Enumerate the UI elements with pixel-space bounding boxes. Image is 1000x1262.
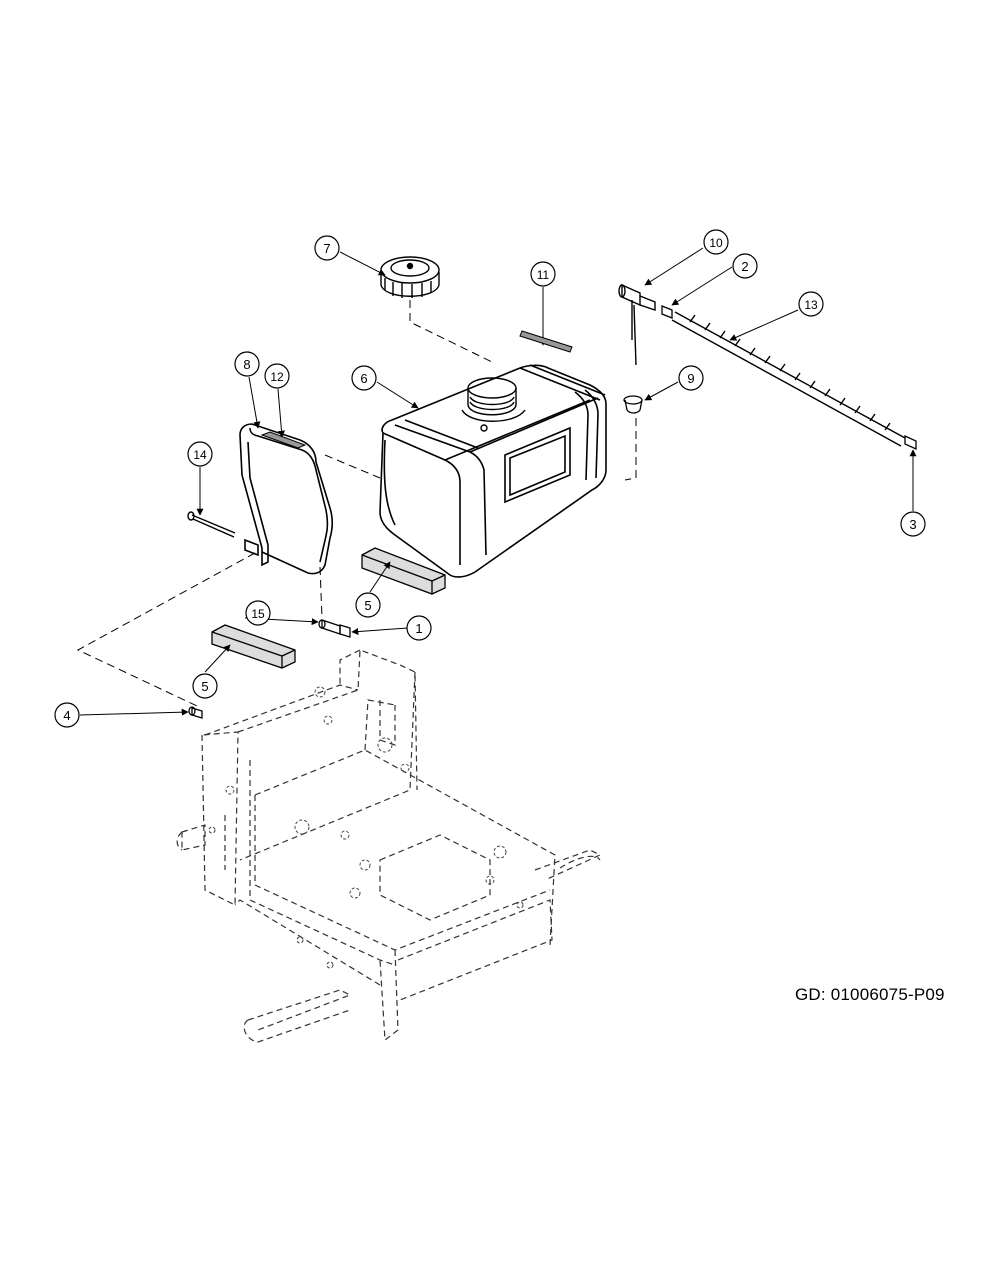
tank-strap (239, 423, 334, 575)
callout-9-label: 9 (687, 371, 694, 386)
callout-1-label: 1 (415, 621, 422, 636)
callout-9: 9 (678, 365, 704, 391)
callout-5-upper-label: 5 (364, 598, 371, 613)
tank-pad-upper (361, 547, 446, 595)
callout-15-label: 15 (251, 607, 265, 621)
callout-5-upper: 5 (355, 592, 381, 618)
hose-clamp-3 (904, 434, 917, 451)
callout-13-label: 13 (804, 298, 818, 312)
hose-clamp-2 (661, 305, 673, 319)
callout-12-label: 12 (270, 370, 284, 384)
callout-15: 15 (245, 600, 271, 626)
callout-10: 10 (703, 229, 729, 255)
callout-4: 4 (54, 702, 80, 728)
callout-10-label: 10 (709, 236, 723, 250)
tank-filler-neck (461, 377, 526, 432)
fuel-tank (379, 364, 607, 578)
leader-lines (79, 247, 917, 716)
spacer (318, 619, 341, 635)
callout-14-label: 14 (193, 448, 207, 462)
strap-pad (260, 431, 307, 449)
callout-8-label: 8 (243, 357, 250, 372)
vent-fitting (618, 283, 656, 366)
callout-5-lower: 5 (192, 673, 218, 699)
callout-12: 12 (264, 363, 290, 389)
callout-11-label: 11 (537, 268, 550, 282)
chassis-holes (208, 686, 524, 969)
tank-pad-lower (211, 624, 296, 669)
callout-8: 8 (234, 351, 260, 377)
callout-6-label: 6 (360, 371, 367, 386)
frame-bolt (188, 706, 203, 719)
callout-1: 1 (406, 615, 432, 641)
nut (339, 624, 351, 638)
fuel-cap (380, 256, 440, 298)
callout-2-label: 2 (741, 259, 748, 274)
strap-bolt (187, 511, 236, 538)
callout-6: 6 (351, 365, 377, 391)
callout-13: 13 (798, 291, 824, 317)
chassis-frame (176, 649, 602, 1043)
callout-5-lower-label: 5 (201, 679, 208, 694)
grommet (623, 395, 643, 414)
decal (519, 330, 573, 353)
vent-hose (671, 311, 906, 447)
callout-balloons: 1 2 3 4 5 5 6 7 8 9 10 11 12 13 14 15 (54, 229, 926, 728)
assembly-lines (76, 300, 637, 707)
callout-7: 7 (314, 235, 340, 261)
callout-2: 2 (732, 253, 758, 279)
callout-3-label: 3 (909, 517, 916, 532)
callout-14: 14 (187, 441, 213, 467)
callout-7-label: 7 (323, 241, 330, 256)
callout-4-label: 4 (63, 708, 70, 723)
callout-11: 11 (530, 261, 556, 287)
callout-3: 3 (900, 511, 926, 537)
drawing-number: GD: 01006075-P09 (795, 985, 945, 1004)
